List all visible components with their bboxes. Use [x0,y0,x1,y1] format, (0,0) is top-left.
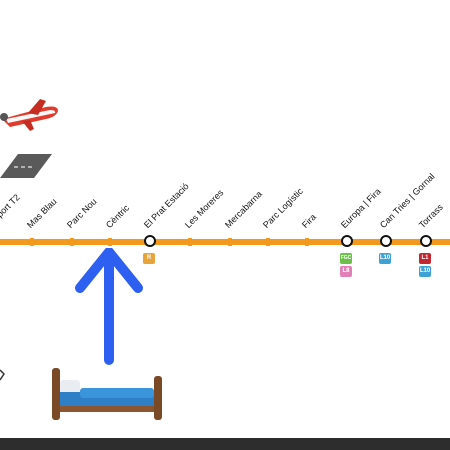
bottom-strip [0,438,450,450]
station-label-aeroport-t2: roport T2 [0,192,22,225]
station-marker-les-moreres [188,238,192,246]
station-label-mas-blau: Mas Blau [24,196,59,230]
connection-badge-l8: L8 [340,266,352,277]
station-label-parc-logistic: Parc Logístic [260,186,305,230]
edge-fragment-icon [0,369,5,381]
station-label-parc-nou: Parc Nou [64,196,99,230]
station-marker-mercabarna [228,238,232,246]
connection-badge-rodalies: R [143,253,155,264]
station-marker-parc-logistic [266,238,270,246]
station-label-europa-fira: Europa | Fira [338,186,383,230]
airplane-icon [0,99,58,131]
station-label-centric: Cèntric [103,202,132,230]
connection-badge-l10: L10 [379,253,391,264]
station-label-torrassa: Torrass [416,202,445,230]
up-arrow-icon [75,248,143,365]
interchange-el-prat-estacio [144,235,156,247]
interchange-torrassa [420,235,432,247]
runway-icon [0,154,52,178]
metro-line [0,239,450,245]
station-label-mercabarna: Mercabarna [222,188,264,230]
station-marker-mas-blau [30,238,34,246]
station-marker-centric [108,238,112,246]
station-marker-fira [305,238,309,246]
bed-icon [52,368,162,420]
connection-badge-l1: L1 [419,253,431,264]
station-marker-parc-nou [70,238,74,246]
station-label-fira: Fira [299,211,318,230]
interchange-can-tries-gornal [380,235,392,247]
connection-badge-fgc: FGC [340,253,352,264]
station-label-les-moreres: Les Moreres [182,187,226,230]
connection-badge-l10: L10 [419,266,431,277]
interchange-europa-fira [341,235,353,247]
